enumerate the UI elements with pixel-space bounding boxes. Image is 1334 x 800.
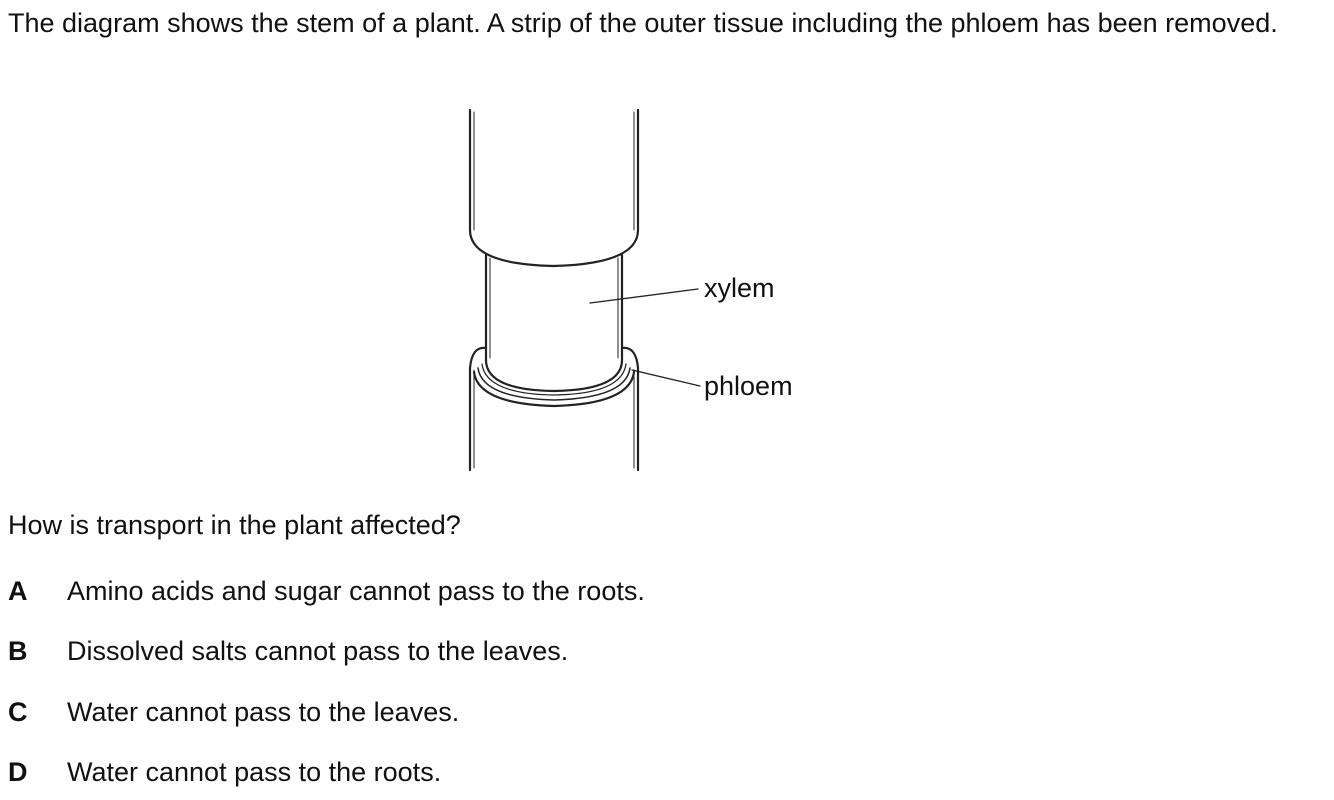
phloem-leader-line xyxy=(631,369,701,387)
answer-option-b[interactable]: B Dissolved salts cannot pass to the lea… xyxy=(8,634,1208,668)
question-prompt: How is transport in the plant affected? xyxy=(8,510,461,540)
phloem-ring-outer xyxy=(472,370,636,408)
option-text-a: Amino acids and sugar cannot pass to the… xyxy=(67,576,645,606)
option-letter-d: D xyxy=(8,757,28,787)
upper-stem-outline xyxy=(468,108,640,268)
option-text-b: Dissolved salts cannot pass to the leave… xyxy=(67,636,569,666)
phloem-ring-middle xyxy=(477,367,631,401)
phloem-label: phloem xyxy=(704,371,793,401)
option-letter-c: C xyxy=(8,697,28,727)
option-text-c: Water cannot pass to the leaves. xyxy=(67,697,460,727)
xylem-bottom-edge xyxy=(484,358,624,393)
xylem-leader-line xyxy=(589,288,699,304)
lower-stem-outline xyxy=(468,346,640,472)
question-stem: The diagram shows the stem of a plant. A… xyxy=(8,8,1278,38)
phloem-ring-inner xyxy=(481,363,627,396)
option-letter-a: A xyxy=(8,576,28,606)
answer-option-d[interactable]: D Water cannot pass to the roots. xyxy=(8,755,1208,789)
answer-option-c[interactable]: C Water cannot pass to the leaves. xyxy=(8,695,1208,729)
answer-option-a[interactable]: A Amino acids and sugar cannot pass to t… xyxy=(8,574,1208,608)
option-text-d: Water cannot pass to the roots. xyxy=(67,757,442,787)
xylem-label: xylem xyxy=(704,273,775,303)
option-letter-b: B xyxy=(8,636,28,666)
xylem-column xyxy=(484,253,624,362)
